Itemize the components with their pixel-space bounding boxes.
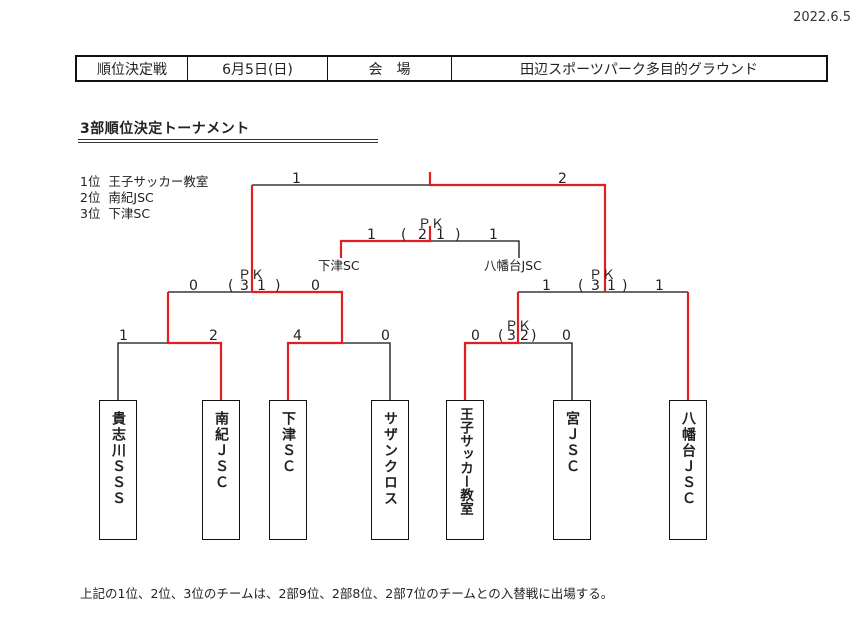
title-underline xyxy=(78,139,378,143)
score-r1m1-right: 2 xyxy=(209,328,218,344)
rank-team: 南紀JSC xyxy=(108,190,154,205)
pk-sf-right-b: 1 xyxy=(607,278,616,294)
team-name: サザンクロス xyxy=(382,411,398,507)
score-sf-left-a: 0 xyxy=(189,278,198,294)
ranking-1: 1位 王子サッカー教室 xyxy=(80,171,208,190)
rank-team: 下津SC xyxy=(108,206,151,221)
rank-label: 1位 xyxy=(80,174,101,189)
score-r1m1-left: 1 xyxy=(119,328,128,344)
rank-team: 王子サッカー教室 xyxy=(108,174,209,189)
score-r1m2-left: 4 xyxy=(293,328,302,344)
score-final-left: 1 xyxy=(292,171,301,187)
pk-close: ) xyxy=(622,278,628,294)
team-box: 宮ＪＳＣ xyxy=(553,400,591,540)
score-r1m3-left: 0 xyxy=(471,328,480,344)
pk-open: ( xyxy=(498,328,504,344)
team-name: 南紀ＪＳＣ xyxy=(213,411,229,491)
footnote: 上記の1位、2位、3位のチームは、2部9位、2部8位、2部7位のチームとの入替戦… xyxy=(80,586,614,601)
team-box: 八幡台ＪＳＣ xyxy=(669,400,707,540)
team-name: 宮ＪＳＣ xyxy=(564,411,580,475)
info-date: 6月5日(日) xyxy=(188,57,328,80)
page-title: 3部順位決定トーナメント xyxy=(80,121,250,137)
score-third-right: 1 xyxy=(489,227,498,243)
team-box: 貴志川ＳＳＳ xyxy=(99,400,137,540)
score-sf-right-a: 1 xyxy=(542,278,551,294)
ranking-3: 3位 下津SC xyxy=(80,203,150,222)
pk-open: ( xyxy=(228,278,234,294)
team-box: 下津ＳＣ xyxy=(269,400,307,540)
venue-label: 会 場 xyxy=(328,57,452,80)
pk-third-left: 2 xyxy=(418,227,427,243)
pk-close: ) xyxy=(455,227,461,243)
score-r1m3-right: 0 xyxy=(562,328,571,344)
score-third-left: 1 xyxy=(367,227,376,243)
rank-label: 3位 xyxy=(80,206,101,221)
pk-open: ( xyxy=(401,227,407,243)
rank-label: 2位 xyxy=(80,190,101,205)
third-place-team-left: 下津SC xyxy=(318,258,360,273)
score-sf-right-b: 1 xyxy=(655,278,664,294)
team-box: 王子サッカー教室 xyxy=(446,400,484,540)
team-box: 南紀ＪＳＣ xyxy=(202,400,240,540)
score-r1m2-right: 0 xyxy=(381,328,390,344)
pk-label: ＰＫ xyxy=(418,217,445,232)
info-bar: 順位決定戦 6月5日(日) 会 場 田辺スポーツパーク多目的グラウンド xyxy=(75,55,828,82)
pk-sf-left-a: 3 xyxy=(240,278,249,294)
team-name: 王子サッカー教室 xyxy=(457,407,473,515)
pk-r1m3-right: 2 xyxy=(520,328,529,344)
pk-sf-left-b: 1 xyxy=(257,278,266,294)
venue-name: 田辺スポーツパーク多目的グラウンド xyxy=(520,61,758,78)
pk-close: ) xyxy=(531,328,537,344)
pk-close: ) xyxy=(275,278,281,294)
team-box: サザンクロス xyxy=(371,400,409,540)
score-sf-left-b: 0 xyxy=(311,278,320,294)
pk-label: ＰＫ xyxy=(589,268,616,283)
third-place-team-right: 八幡台JSC xyxy=(484,258,542,273)
pk-sf-right-a: 3 xyxy=(591,278,600,294)
document-date: 2022.6.5 xyxy=(793,10,851,25)
bracket-black-lines xyxy=(117,184,688,400)
pk-r1m3-left: 3 xyxy=(507,328,516,344)
pk-label: ＰＫ xyxy=(505,319,532,334)
info-label: 順位決定戦 xyxy=(77,57,188,80)
pk-label: ＰＫ xyxy=(238,268,265,283)
team-name: 下津ＳＣ xyxy=(280,411,296,475)
score-final-right: 2 xyxy=(558,171,567,187)
team-name: 貴志川ＳＳＳ xyxy=(110,411,126,507)
pk-open: ( xyxy=(578,278,584,294)
team-name: 八幡台ＪＳＣ xyxy=(680,411,696,507)
bracket-winner-lines xyxy=(166,172,690,400)
pk-third-right: 1 xyxy=(436,227,445,243)
ranking-2: 2位 南紀JSC xyxy=(80,187,154,206)
